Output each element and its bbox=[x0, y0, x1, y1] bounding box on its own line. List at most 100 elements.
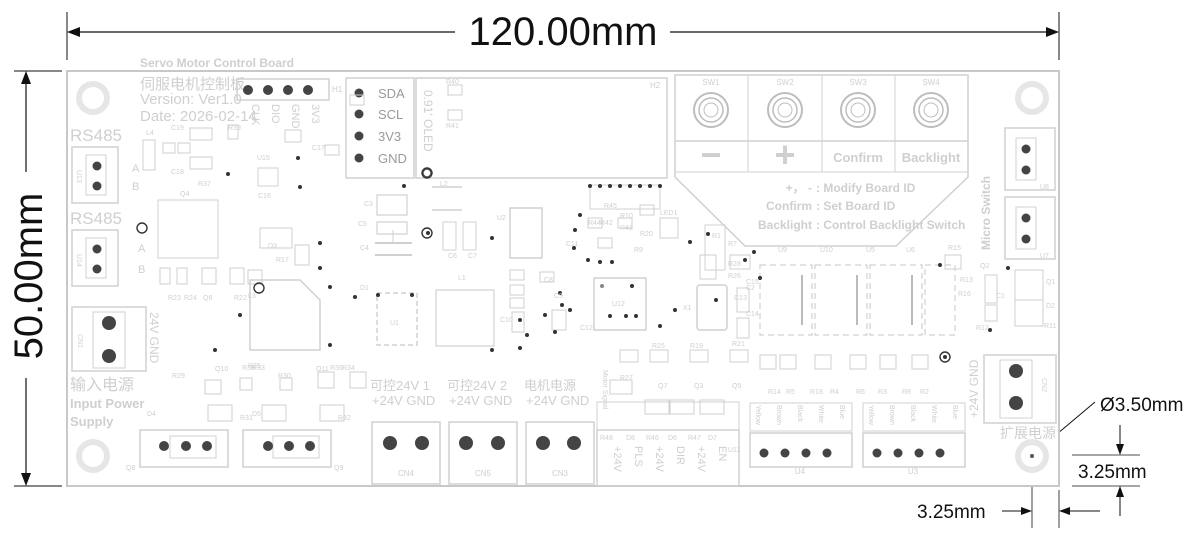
via bbox=[628, 184, 632, 188]
smd-pad bbox=[984, 274, 998, 304]
ref-designator: R34 bbox=[342, 365, 355, 372]
via bbox=[943, 355, 947, 359]
ref-designator: R20 bbox=[640, 231, 653, 238]
via bbox=[624, 314, 628, 318]
ref-designator: R32 bbox=[338, 415, 351, 422]
ref-designator: Q4 bbox=[180, 191, 189, 198]
ref-designator: R42 bbox=[600, 220, 613, 227]
ref-designator: R24 bbox=[184, 295, 197, 302]
ref-designator: R1 bbox=[712, 233, 721, 240]
board-version: Version: Ver1.0 bbox=[140, 91, 242, 108]
via bbox=[598, 184, 602, 188]
via bbox=[752, 250, 756, 254]
via bbox=[608, 314, 612, 318]
ref-designator: Q11 bbox=[316, 366, 329, 373]
motor-signal-label: Motor Signal bbox=[601, 370, 608, 410]
ref-designator: C4 bbox=[360, 245, 369, 252]
via bbox=[518, 346, 522, 350]
ref-designator: R46 bbox=[646, 435, 659, 442]
ref-designator: R7 bbox=[728, 241, 737, 248]
legend-key: Backlight bbox=[758, 218, 812, 232]
ref-designator: R3 bbox=[878, 389, 887, 396]
ref-designator: R48 bbox=[600, 435, 613, 442]
via bbox=[318, 266, 322, 270]
smd-pad bbox=[229, 267, 245, 285]
motor-signal-pin: DIR bbox=[674, 446, 686, 465]
oled-pin-label: 3V3 bbox=[378, 129, 401, 144]
ref-designator: C5 bbox=[358, 221, 367, 228]
via bbox=[714, 298, 718, 302]
power-input-connector: CN1 24V GND 输入电源 Input Power Supply bbox=[70, 306, 161, 429]
ref-designator: D3 bbox=[268, 243, 277, 250]
ref-designator: R10 bbox=[620, 213, 633, 220]
ref-designator: C17 bbox=[312, 145, 325, 152]
ref-designator: R18 bbox=[810, 389, 823, 396]
header-h1-pin-label: DIO bbox=[269, 104, 281, 124]
oled-label: 0.91' OLED bbox=[421, 90, 435, 152]
ref-designator: C6 bbox=[448, 253, 457, 260]
smd-pad bbox=[239, 377, 253, 391]
expansion-label-cn: 扩展电源 bbox=[1000, 425, 1056, 441]
smd-pad bbox=[349, 94, 365, 106]
ref-designator: C16 bbox=[258, 193, 271, 200]
switch-ref: SW2 bbox=[776, 78, 794, 87]
micro-switch-label: Micro Switch bbox=[979, 176, 993, 250]
via bbox=[598, 260, 602, 264]
terminal-pins: +24V GND bbox=[372, 393, 435, 408]
motor-signal-pin: +24V bbox=[695, 446, 707, 473]
smd-pad bbox=[984, 304, 998, 322]
smd-pad bbox=[159, 267, 171, 285]
terminal-pins: +24V GND bbox=[449, 393, 512, 408]
smd-pad bbox=[609, 379, 633, 395]
via bbox=[238, 313, 242, 317]
switch-label: − bbox=[700, 134, 721, 175]
bottom-header-q8: Q8 bbox=[126, 429, 229, 472]
ref-designator: R25 bbox=[652, 343, 665, 350]
encoder-wire-label: Brown bbox=[775, 405, 782, 425]
rs485-pin: A bbox=[132, 163, 140, 175]
header-h1: H1 CLK DIO GND 3V3 bbox=[236, 78, 343, 129]
ref-designator: U6 bbox=[906, 247, 915, 254]
ref-designator: Q3 bbox=[694, 383, 703, 390]
oled-pin-label: GND bbox=[378, 151, 407, 166]
ref-designator: R37 bbox=[198, 181, 211, 188]
dimension-height-label: 50.00mm bbox=[7, 193, 51, 360]
ref-designator: R15 bbox=[948, 245, 961, 252]
via bbox=[402, 184, 406, 188]
smd-pad bbox=[511, 311, 525, 333]
header-ref: Q8 bbox=[126, 465, 135, 472]
smd-pad bbox=[279, 377, 293, 391]
ref-designator: R8 bbox=[902, 389, 911, 396]
via bbox=[490, 236, 494, 240]
via bbox=[558, 291, 562, 295]
board-date: Date: 2026-02-14 bbox=[140, 108, 257, 125]
ref-designator: R23 bbox=[168, 295, 181, 302]
legend-key: Confirm bbox=[766, 199, 812, 213]
via bbox=[618, 184, 622, 188]
legend-desc: : Set Board ID bbox=[816, 199, 896, 213]
terminal-pins: +24V GND bbox=[526, 393, 589, 408]
switch-ref: SW1 bbox=[702, 78, 720, 87]
ref-designator: R29 bbox=[172, 373, 185, 380]
ref-designator: C12 bbox=[580, 325, 593, 332]
ref-designator: R38 bbox=[242, 365, 255, 372]
via bbox=[608, 184, 612, 188]
ref-designator: Q6 bbox=[203, 295, 212, 302]
smd-pad bbox=[849, 354, 867, 370]
via bbox=[673, 308, 677, 312]
ref-designator: C2 bbox=[746, 285, 755, 292]
ref-designator: C11 bbox=[566, 241, 578, 248]
ref-designator: C18 bbox=[171, 169, 184, 176]
smd-pad bbox=[509, 297, 525, 309]
expansion-power-connector: CN2 +24V GND 扩展电源 bbox=[967, 354, 1057, 441]
vias bbox=[136, 156, 1010, 363]
smd-pad bbox=[814, 354, 832, 370]
legend-desc: : Modify Board ID bbox=[816, 181, 916, 195]
via bbox=[353, 295, 357, 299]
terminal-cn5: 可控24V 2 +24V GND CN5 bbox=[447, 378, 518, 485]
smd-pad bbox=[669, 399, 695, 415]
encoder-wire-label: White bbox=[930, 405, 937, 423]
